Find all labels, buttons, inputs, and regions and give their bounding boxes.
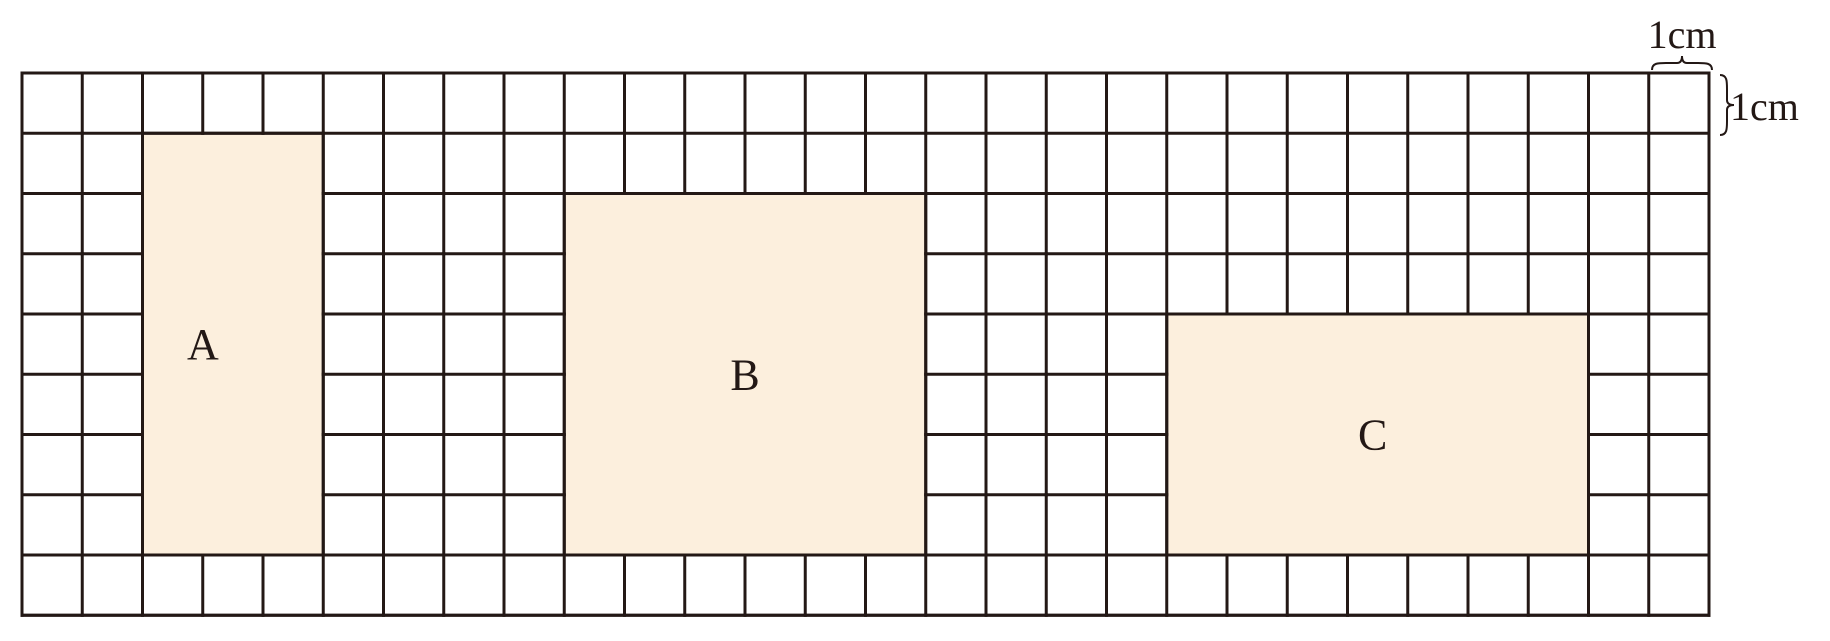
- shape-c-label: C: [1358, 411, 1387, 460]
- horizontal-scale-brace: [1651, 55, 1713, 71]
- vertical-scale-brace: [1719, 74, 1735, 136]
- shape-a-fill: [142, 133, 324, 555]
- vertical-scale-label: 1cm: [1730, 84, 1799, 129]
- shape-outlines: [20, 71, 1711, 617]
- shape-b-outline: [562, 192, 928, 557]
- shape-fills: [142, 133, 1589, 555]
- shape-labels: A B C: [187, 320, 1387, 459]
- shape-b-label: B: [730, 350, 759, 399]
- shape-b-fill: [564, 193, 926, 555]
- shape-a-outline: [141, 131, 325, 557]
- grid-border: [20, 71, 1711, 617]
- shape-c-fill: [1166, 314, 1589, 555]
- shape-a-label: A: [187, 320, 219, 369]
- scale-indicator: 1cm 1cm: [1648, 12, 1799, 136]
- shape-c-outline: [1165, 312, 1590, 557]
- horizontal-scale-label: 1cm: [1648, 12, 1717, 57]
